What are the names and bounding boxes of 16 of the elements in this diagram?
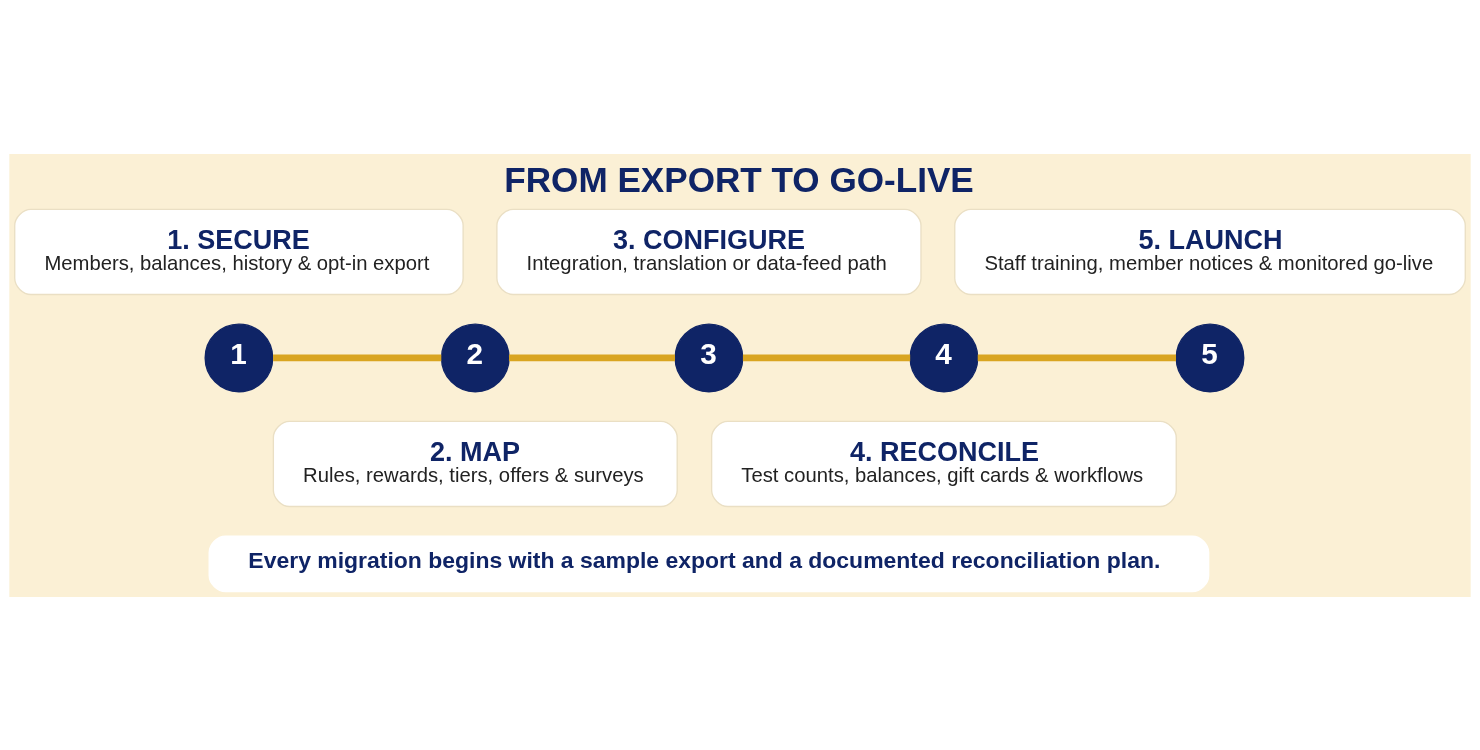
node-circle: 1 <box>204 323 274 392</box>
connector <box>509 354 675 361</box>
node-circle: 2 <box>440 323 510 392</box>
node-box: 5. LAUNCH Staff training, member notices & monitored go-live <box>954 208 1466 295</box>
node-box: 4. RECONCILE Test counts, balances, gift cards & workflows <box>710 420 1177 507</box>
connector <box>977 354 1176 361</box>
diagram-title: FROM EXPORT TO GO-LIVE <box>504 159 974 199</box>
node-circle: 5 <box>1175 323 1245 392</box>
node-box: 2. MAP Rules, rewards, tiers, offers & surveys <box>272 420 678 507</box>
label: Every migration begins with a sample export and a documented reconciliation plan. <box>248 546 1161 573</box>
node-box: 1. SECURE Members, balances, history & opt-in export <box>14 208 464 295</box>
connector <box>273 354 442 361</box>
node-box: 3. CONFIGURE Integration, translation or data-feed path <box>496 208 922 295</box>
node-circle: 3 <box>674 323 744 392</box>
connector <box>742 354 911 361</box>
node-circle: 4 <box>909 323 979 392</box>
